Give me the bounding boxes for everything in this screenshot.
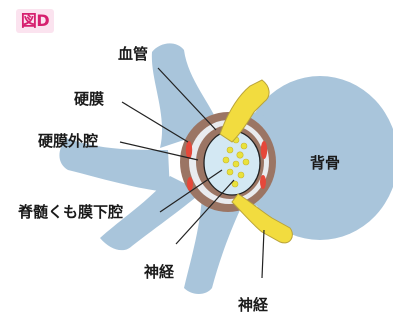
- vessel-left-bottom: [187, 177, 193, 191]
- label-epidural-space: 硬膜外腔: [38, 132, 98, 150]
- label-subarachnoid-space: 脊髄くも膜下腔: [18, 203, 123, 221]
- figure-badge: 図D: [16, 9, 54, 33]
- vessel-right-bottom: [260, 175, 266, 189]
- label-dura: 硬膜: [74, 90, 104, 108]
- label-vertebra: 背骨: [310, 154, 340, 172]
- label-nerve-left: 神経: [144, 263, 174, 281]
- leader-nerve-bottom: [262, 230, 264, 278]
- vessel-right-top: [261, 141, 267, 159]
- label-blood-vessel: 血管: [118, 45, 148, 63]
- vessel-left-top: [186, 141, 192, 159]
- label-nerve-bottom: 神経: [238, 296, 268, 314]
